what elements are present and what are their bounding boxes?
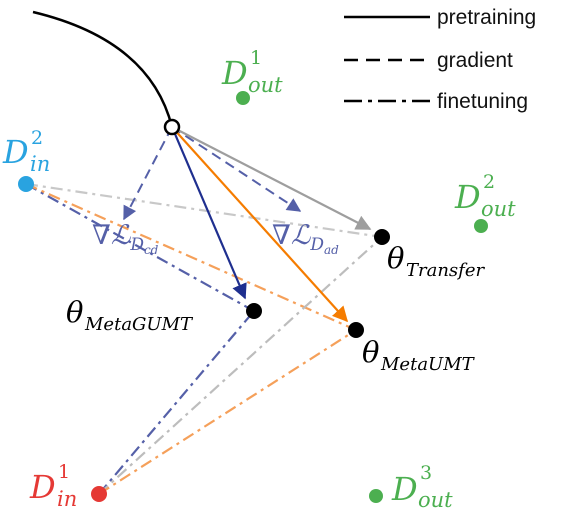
arrow-to-transfer [171,126,372,230]
d-out-2-point [474,219,488,233]
svg-text:Transfer: Transfer [406,260,485,281]
legend-gradient-label: gradient [437,49,513,72]
d-in-2-label: D 2 in [2,127,50,176]
svg-text:3: 3 [420,462,432,484]
svg-text:θ: θ [387,241,404,275]
svg-text:θ: θ [362,335,379,369]
pretrained-point [163,118,181,136]
finetune-din1-metaumt [98,329,357,495]
theta-metagumt-point [246,303,262,319]
theta-metaumt-label: θ MetaUMT [362,335,476,375]
finetune-din2-transfer [25,182,383,239]
svg-text:in: in [30,152,50,176]
svg-text:1: 1 [250,47,262,69]
svg-text:D: D [29,468,56,506]
gradient-cd-arrow [123,126,173,221]
d-out-3-point [369,489,383,503]
d-in-1-label: D 1 in [29,461,77,511]
finetune-din1-transfer [98,236,383,495]
theta-transfer-label: θ Transfer [387,241,485,281]
legend: pretraining gradient finetuning [344,6,536,113]
svg-text:out: out [481,197,516,221]
d-out-2-label: D 2 out [454,171,516,221]
svg-text:D: D [221,54,248,92]
grad-cd-label: ∇ℒDcd [92,220,159,257]
svg-text:MetaUMT: MetaUMT [380,354,476,375]
finetune-din2-metaumt [25,182,357,332]
d-out-3-label: D 3 out [391,462,453,512]
d-out-1-point [236,91,250,105]
gradient-ad-arrow [171,126,302,212]
finetune-din1-metagumt [98,310,255,495]
svg-text:1: 1 [58,461,70,483]
pretraining-curve [32,10,174,128]
svg-text:D: D [2,133,29,171]
legend-pretraining-label: pretraining [437,6,536,29]
legend-finetuning-label: finetuning [437,90,528,113]
finetune-din2-metagumt [25,183,255,312]
svg-text:MetaGUMT: MetaGUMT [84,314,194,335]
d-in-1-point [91,486,107,502]
theta-transfer-point [374,229,390,245]
d-in-2-point [18,176,34,192]
arrow-to-metagumt [170,126,247,300]
svg-text:2: 2 [31,127,43,149]
svg-text:D: D [454,178,481,216]
gradient-arrows [123,126,302,221]
theta-metagumt-label: θ MetaGUMT [66,295,194,335]
svg-text:in: in [57,487,77,511]
svg-text:out: out [248,73,283,97]
svg-text:θ: θ [66,295,83,329]
finetuning-lines [25,182,383,495]
arrow-to-metaumt [171,126,349,323]
svg-text:out: out [418,488,453,512]
svg-text:D: D [391,470,418,508]
svg-text:2: 2 [483,171,495,193]
grad-ad-label: ∇ℒDad [272,220,339,257]
theta-metaumt-point [348,322,364,338]
d-out-1-label: D 1 out [221,47,283,97]
